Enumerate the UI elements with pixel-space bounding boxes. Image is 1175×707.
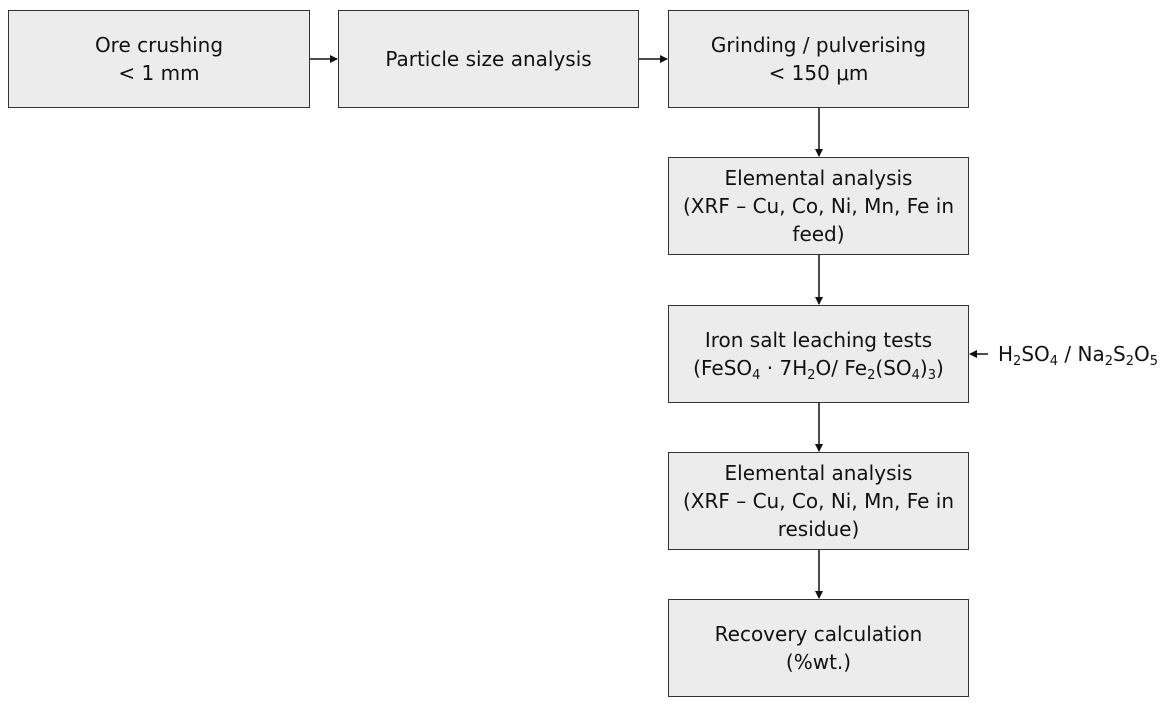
elemental-feed-method: (XRF – Cu, Co, Ni, Mn, Fe in: [682, 194, 955, 218]
elemental-feed-label: Elemental analysis: [724, 166, 913, 190]
recovery-label: Recovery calculation: [714, 622, 923, 646]
recovery-unit: (%wt.): [785, 650, 852, 674]
ore-crushing-box: Ore crushing < 1 mm: [8, 10, 310, 108]
grinding-box: Grinding / pulverising < 150 μm: [668, 10, 969, 108]
grinding-size: < 150 μm: [768, 61, 869, 85]
ore-crushing-size: < 1 mm: [118, 61, 200, 85]
recovery-box: Recovery calculation (%wt.): [668, 599, 969, 697]
elemental-feed-end: feed): [792, 222, 845, 246]
leaching-reagents: (FeSO4 · 7H2O/ Fe2(SO4)3): [693, 356, 944, 383]
elemental-feed-box: Elemental analysis (XRF – Cu, Co, Ni, Mn…: [668, 157, 969, 255]
particle-size-label: Particle size analysis: [385, 47, 592, 71]
elemental-residue-method: (XRF – Cu, Co, Ni, Mn, Fe in: [682, 489, 955, 513]
ore-crushing-label: Ore crushing: [94, 33, 224, 57]
leaching-label: Iron salt leaching tests: [704, 328, 933, 352]
grinding-label: Grinding / pulverising: [710, 33, 927, 57]
elemental-residue-end: residue): [777, 517, 860, 541]
leaching-box: Iron salt leaching tests (FeSO4 · 7H2O/ …: [668, 305, 969, 403]
elemental-residue-label: Elemental analysis: [724, 461, 913, 485]
reagent-input-label: H2SO4 / Na2S2O5: [998, 342, 1159, 369]
particle-size-box: Particle size analysis: [338, 10, 639, 108]
elemental-residue-box: Elemental analysis (XRF – Cu, Co, Ni, Mn…: [668, 452, 969, 550]
